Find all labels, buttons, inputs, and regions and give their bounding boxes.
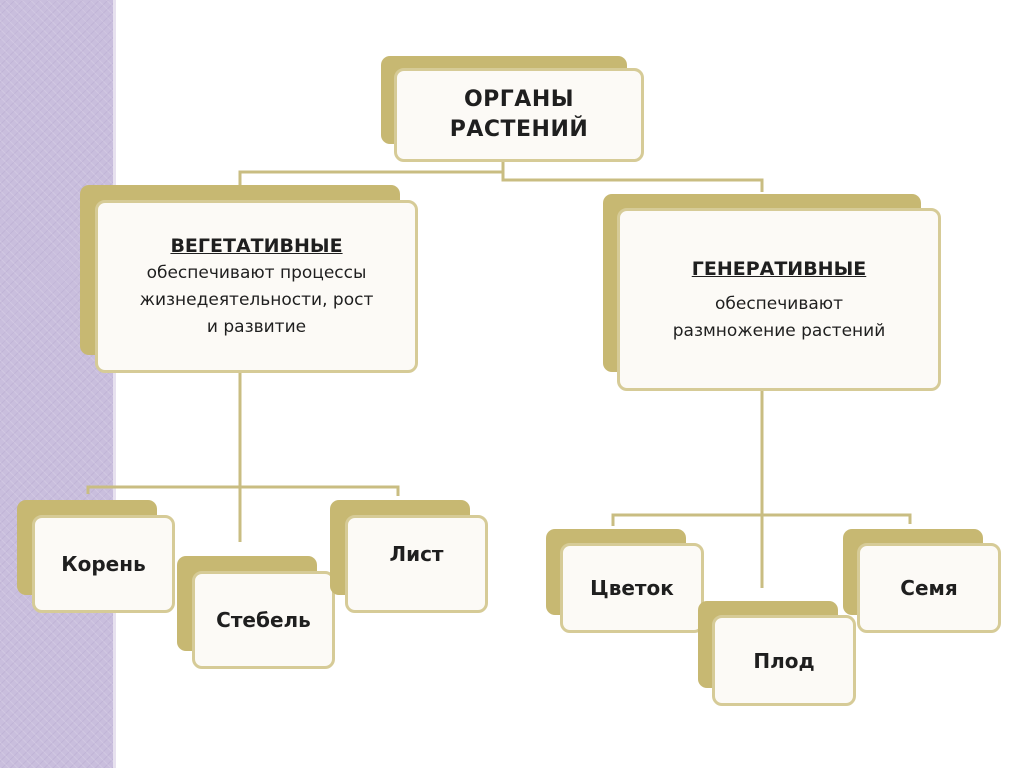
leaf-stem-label: Стебель — [216, 608, 311, 632]
leaf-flower: Цветок — [546, 529, 704, 633]
vegetative-node: ВЕГЕТАТИВНЫЕ обеспечивают процессы жизне… — [80, 185, 418, 373]
vegetative-title: ВЕГЕТАТИВНЫЕ — [170, 235, 343, 257]
generative-desc-line1: обеспечивают — [714, 293, 843, 314]
leaf-fruit: Плод — [698, 601, 856, 706]
leaf-root: Корень — [17, 500, 175, 613]
vegetative-desc-line1: обеспечивают процессы — [146, 263, 367, 283]
root-title-line1: ОРГАНЫ — [463, 87, 575, 112]
generative-node: ГЕНЕРАТИВНЫЕ обеспечивают размножение ра… — [603, 194, 941, 391]
root-title-line2: РАСТЕНИЙ — [449, 117, 589, 142]
leaf-fruit-label: Плод — [753, 648, 815, 673]
stripe-edge — [113, 0, 116, 768]
decorative-side-stripe — [0, 0, 113, 768]
leaf-root-label: Корень — [61, 552, 146, 576]
connector-generative-bar — [611, 513, 912, 526]
vegetative-desc-line2: жизнедеятельности, рост — [139, 290, 374, 310]
leaf-stem: Стебель — [177, 556, 335, 669]
leaf-seed-label: Семя — [900, 576, 958, 600]
generative-desc-line2: размножение растений — [672, 320, 886, 341]
leaf-leaf: Лист — [330, 500, 488, 613]
connector-root-to-generative — [501, 172, 764, 192]
vegetative-desc-line3: и развитие — [206, 317, 307, 337]
root-node: ОРГАНЫ РАСТЕНИЙ — [381, 56, 644, 162]
generative-title: ГЕНЕРАТИВНЫЕ — [691, 257, 867, 280]
leaf-leaf-label: Лист — [389, 542, 444, 566]
leaf-flower-label: Цветок — [590, 576, 674, 600]
connector-vegetative-bar — [86, 485, 400, 496]
leaf-seed: Семя — [843, 529, 1001, 633]
connector-root-to-vegetative — [238, 170, 503, 185]
